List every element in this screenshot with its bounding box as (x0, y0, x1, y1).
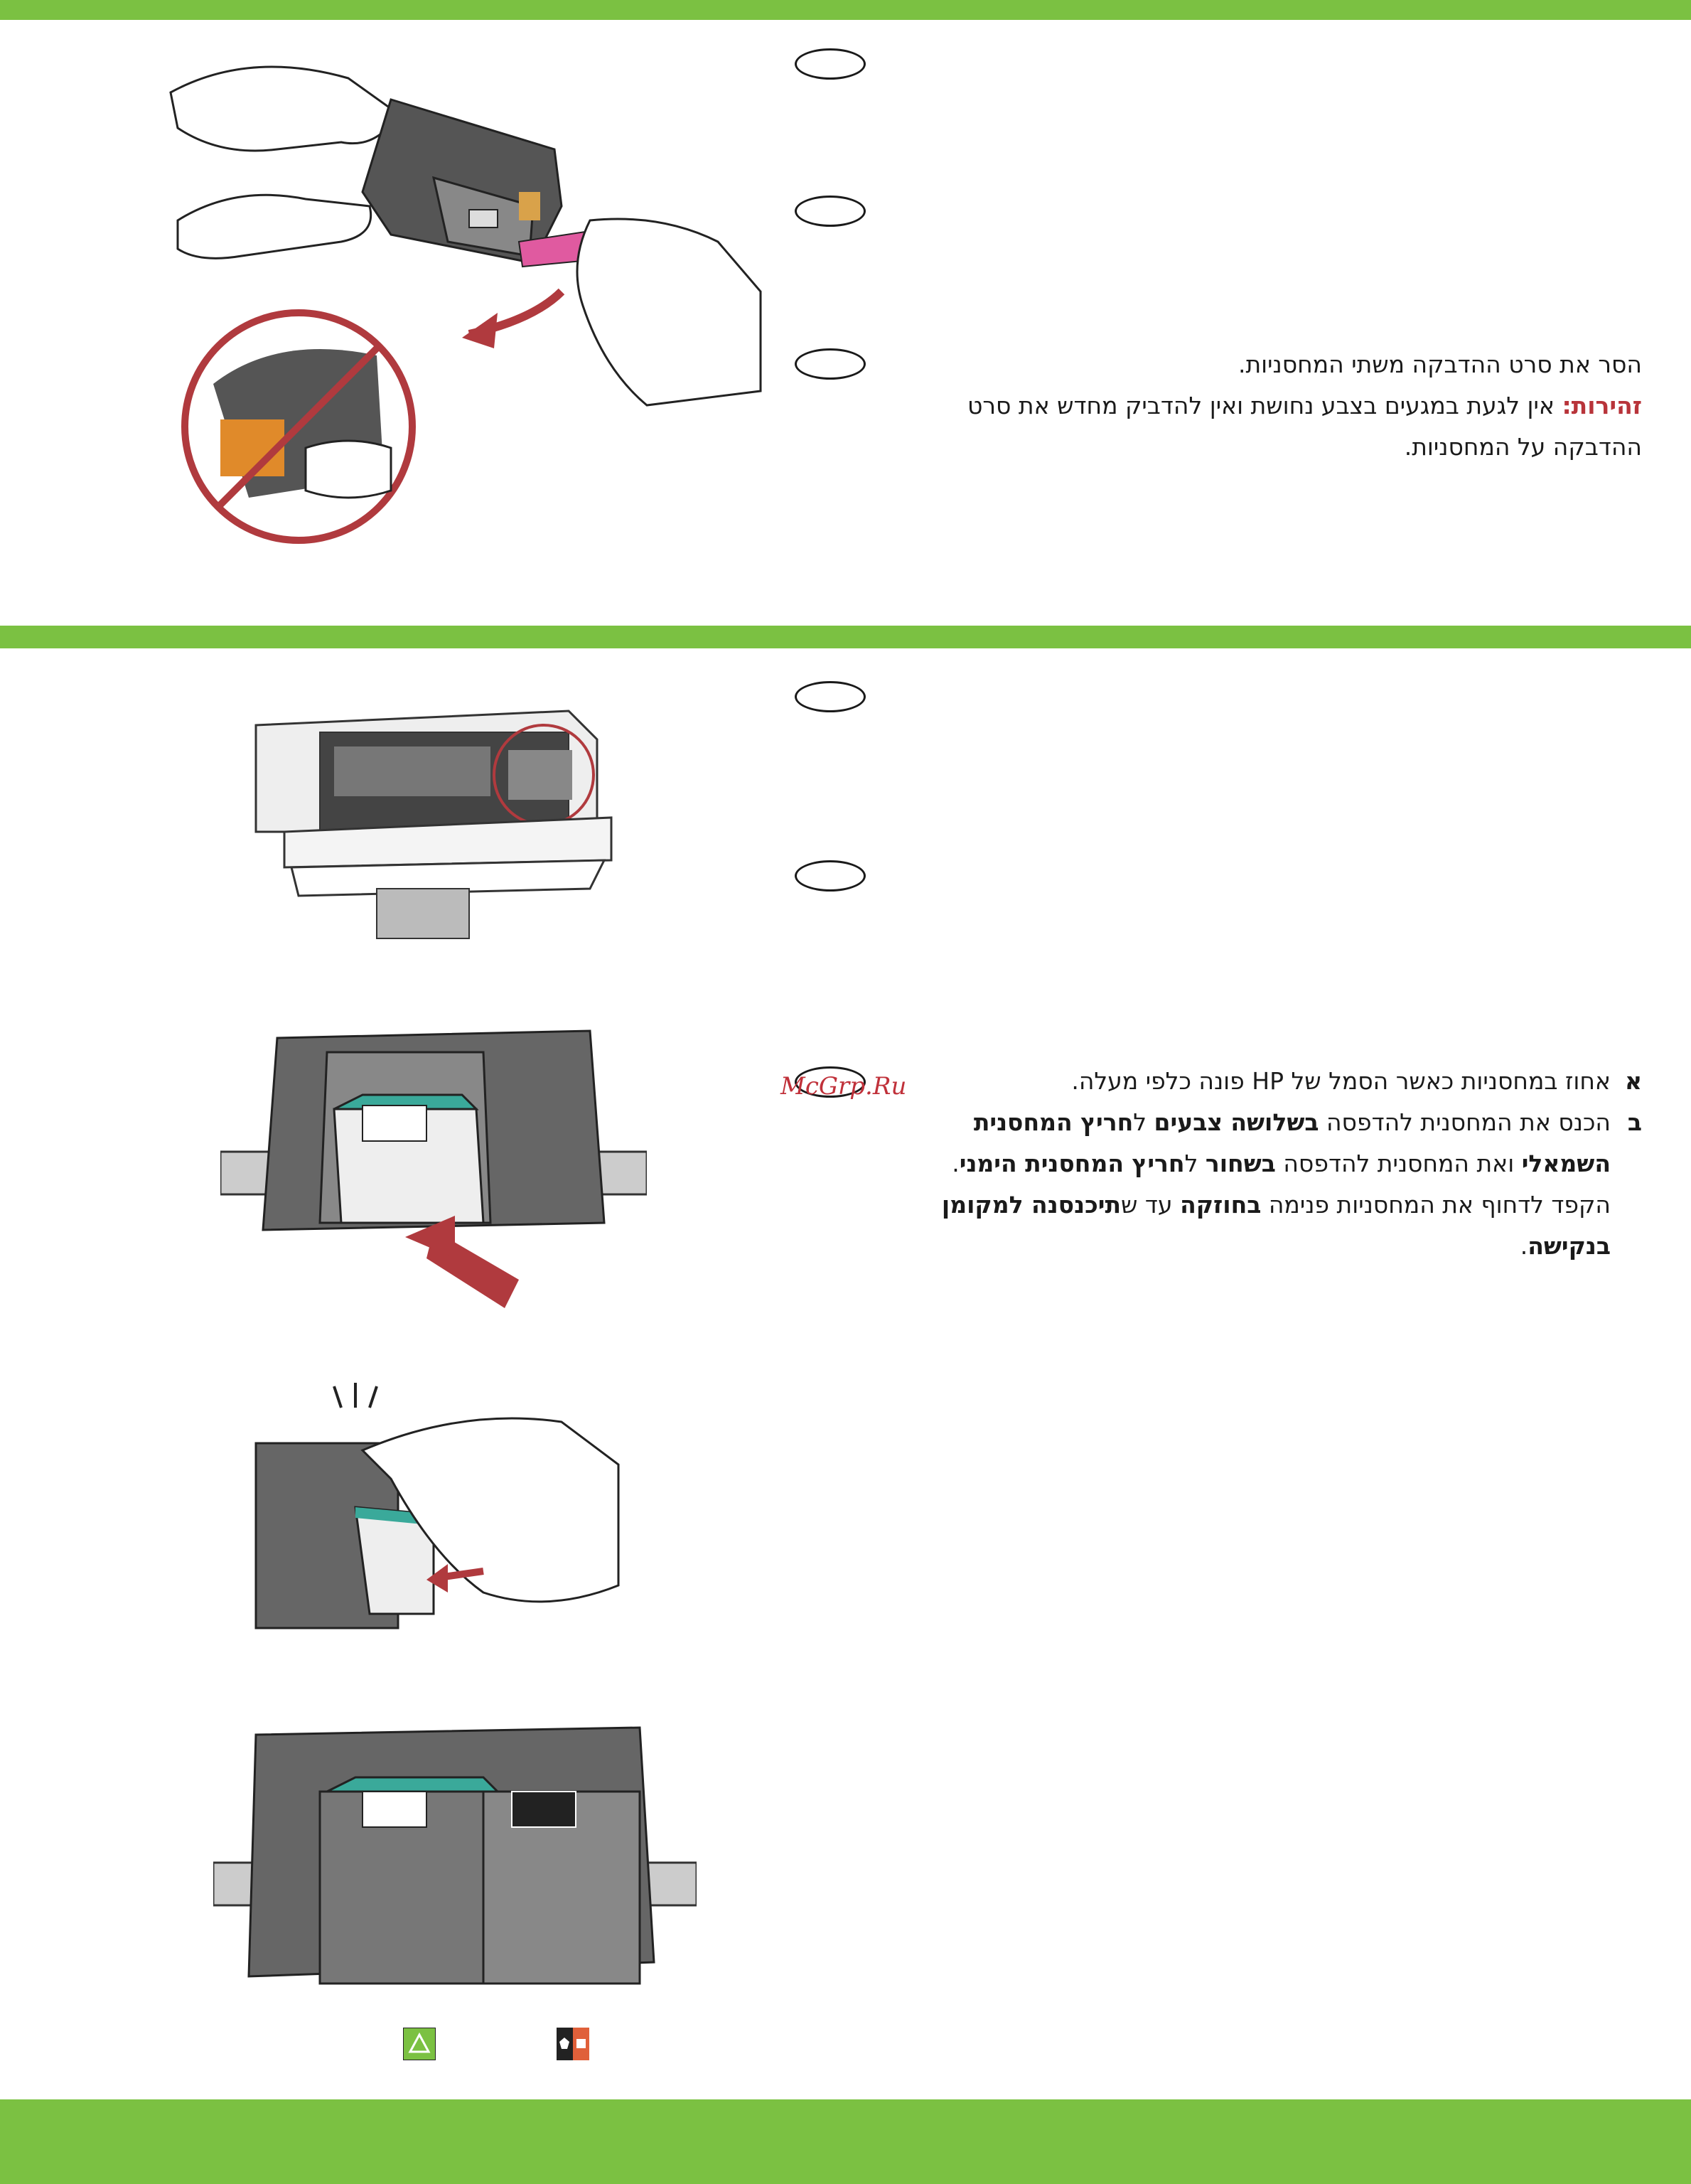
printer-open-illustration (254, 710, 613, 939)
item-b-part: . (1520, 1232, 1528, 1260)
remove-tape-illustration (169, 65, 762, 544)
item-b-part: ואת המחסנית להדפסה (1275, 1150, 1522, 1177)
item-b-part-bold: בשלושה צבעים (1154, 1108, 1319, 1136)
item-a-marker: א (1624, 1067, 1642, 1095)
language-oval-1 (795, 48, 866, 80)
bottom-green-bar (0, 2099, 1691, 2184)
item-b-part-bold: חריץ המחסנית השמאלי (973, 1108, 1611, 1177)
language-oval-4 (795, 681, 866, 712)
item-b-part: ל (1133, 1108, 1154, 1136)
top-green-bar (0, 0, 1691, 20)
warning-label: זהירות: (1562, 392, 1642, 419)
tri-color-slot-icon (403, 2028, 436, 2060)
push-cartridge-illustration (254, 1383, 620, 1629)
item-b-part: . הקפד לדחוף את המחסניות פנימה (952, 1150, 1611, 1219)
step1-instruction: הסר את סרט ההדבקה משתי המחסניות. (1238, 350, 1642, 378)
item-b-part: עד ש (1121, 1191, 1181, 1219)
item-b-part-bold: בחוזקה (1180, 1191, 1262, 1219)
black-slot-icon (557, 2028, 589, 2060)
item-b-text: הכנס את המחסנית להדפסה בשלושה צבעים לחרי… (942, 1108, 1611, 1260)
cartridges-installed-illustration (213, 1726, 697, 1985)
item-b-part-bold: בשחור (1205, 1150, 1276, 1177)
item-b-part: ל (1184, 1150, 1206, 1177)
item-b-part-bold: תיכנסנה למקומן בנקישה (941, 1191, 1611, 1260)
watermark: McGrp.Ru (780, 1072, 907, 1101)
language-oval-5 (795, 860, 866, 892)
step2-text: א אחוז במחסניות כאשר הסמל של HP פונה כלפי… (924, 1061, 1642, 1267)
insert-cartridge-illustration (220, 1029, 647, 1308)
language-oval-6 (795, 1066, 866, 1098)
item-b-marker: ב (1627, 1108, 1642, 1136)
language-oval-2 (795, 196, 866, 227)
step1-warning: זהירות: אין לגעת במגעים בצבע נחושת ואין … (910, 385, 1642, 468)
warning-text: אין לגעת במגעים בצבע נחושת ואין להדביק מ… (967, 392, 1642, 461)
language-oval-3 (795, 348, 866, 380)
item-a-text: אחוז במחסניות כאשר הסמל של HP פונה כלפי … (1071, 1067, 1611, 1095)
middle-green-bar (0, 626, 1691, 648)
step1-text: הסר את סרט ההדבקה משתי המחסניות. זהירות:… (910, 344, 1642, 468)
item-b-part: הכנס את המחסנית להדפסה (1319, 1108, 1611, 1136)
list-item-a: א אחוז במחסניות כאשר הסמל של HP פונה כלפי… (924, 1061, 1642, 1102)
item-b-part-bold: חריץ המחסנית הימני (959, 1150, 1185, 1177)
